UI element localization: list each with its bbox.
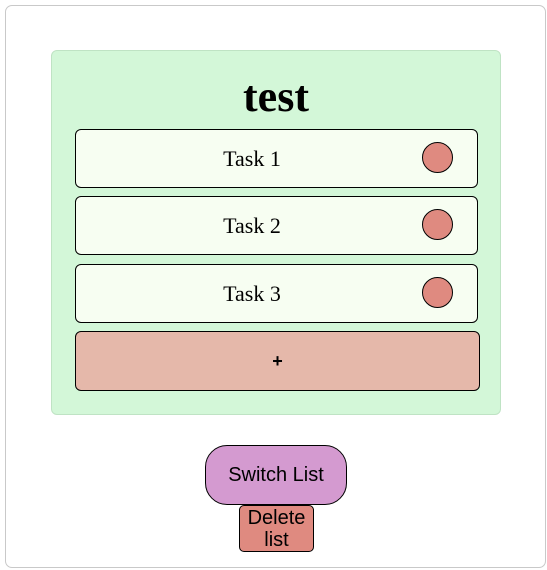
task-item[interactable]: Task 1 [75,129,478,188]
task-complete-circle-icon[interactable] [422,277,453,308]
delete-list-label-line2: list [264,528,289,551]
task-label: Task 3 [223,281,281,306]
task-label: Task 1 [223,146,281,171]
task-complete-circle-icon[interactable] [422,142,453,173]
list-title: test [243,72,309,121]
task-item[interactable]: Task 3 [75,264,478,323]
switch-list-button[interactable]: Switch List [205,445,347,505]
add-task-button[interactable]: + [75,331,480,391]
task-label: Task 2 [223,213,281,238]
task-item[interactable]: Task 2 [75,196,478,255]
task-complete-circle-icon[interactable] [422,209,453,240]
delete-list-label-line1: Delete [247,506,306,529]
delete-list-button[interactable]: Delete list [239,505,314,552]
